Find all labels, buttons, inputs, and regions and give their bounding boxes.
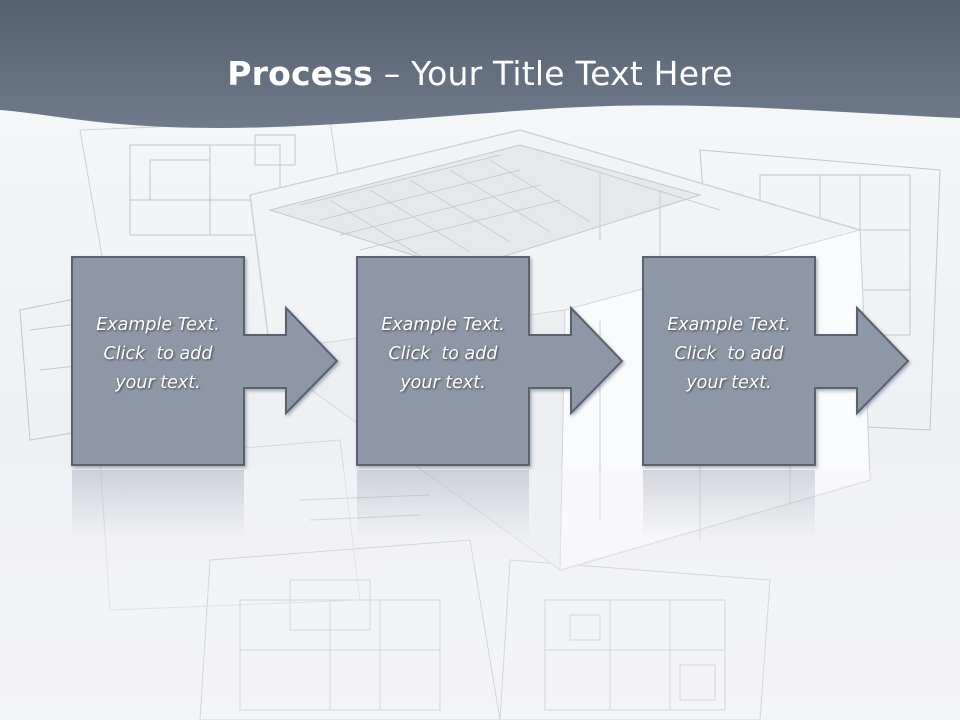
step-2-line-3: your text. — [400, 373, 486, 393]
step-3-line-2: Click to add — [674, 344, 784, 364]
step-3-line-1: Example Text. — [667, 315, 791, 335]
step-1-line-3: your text. — [115, 373, 201, 393]
step-2-arrow-shape[interactable] — [356, 256, 624, 466]
step-1-reflection — [72, 470, 244, 540]
header-band — [0, 0, 960, 128]
step-3-arrow-shape[interactable] — [642, 256, 910, 466]
step-3-text[interactable]: Example Text. Click to add your text. — [643, 311, 815, 398]
title-rest: – Your Title Text Here — [373, 54, 733, 93]
step-1-text[interactable]: Example Text. Click to add your text. — [72, 311, 244, 398]
step-2-line-1: Example Text. — [381, 315, 505, 335]
step-1-line-1: Example Text. — [96, 315, 220, 335]
step-3-line-3: your text. — [686, 373, 772, 393]
step-2-text[interactable]: Example Text. Click to add your text. — [357, 311, 529, 398]
title-bold: Process — [227, 54, 374, 93]
step-1-arrow-shape[interactable] — [71, 256, 339, 466]
step-1-line-2: Click to add — [103, 344, 213, 364]
slide-title[interactable]: Process – Your Title Text Here — [0, 52, 960, 96]
step-3-reflection — [643, 470, 815, 540]
step-2-reflection — [357, 470, 529, 540]
step-2-line-2: Click to add — [388, 344, 498, 364]
